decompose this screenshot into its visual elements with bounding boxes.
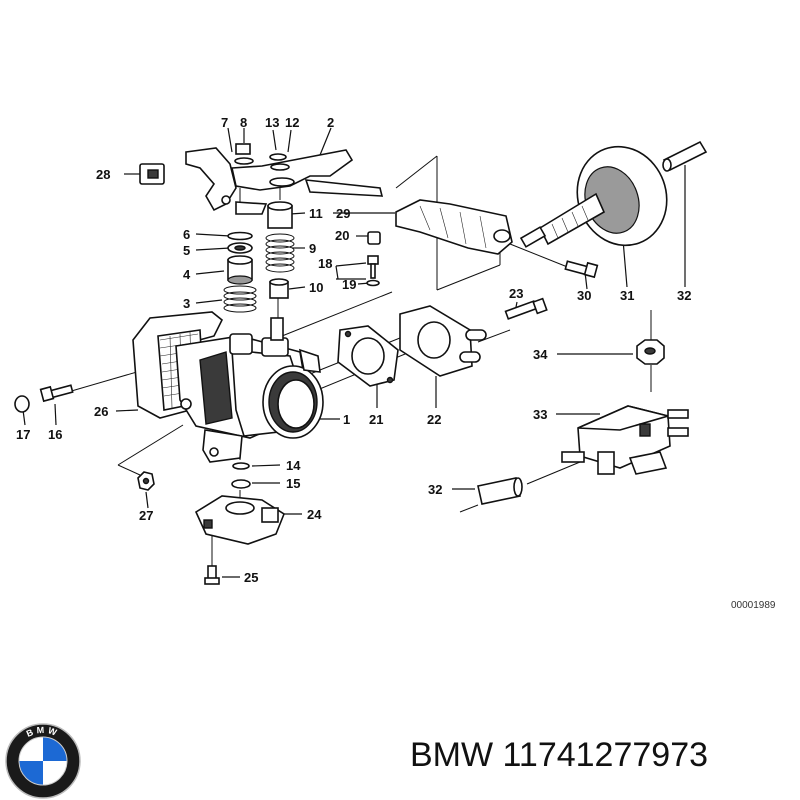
callout-8: 8 [240,115,247,130]
callout-34: 34 [533,347,548,362]
callout-29: 29 [336,206,350,221]
callout-32-bottom: 32 [428,482,442,497]
throttle-housing [132,311,324,463]
vacuum-diaphragm-31 [519,145,668,248]
washer-14 [232,462,250,470]
callout-labels: 1 2 3 4 5 6 7 8 9 10 11 12 13 14 15 16 1… [16,115,691,585]
screw-23 [504,297,548,320]
connector-plug [139,163,165,185]
callout-21: 21 [369,412,383,427]
callout-17: 17 [16,427,30,442]
callout-2: 2 [327,115,334,130]
callout-13: 13 [265,115,279,130]
screw-25 [204,565,220,585]
callout-6: 6 [183,227,190,242]
callout-20: 20 [335,228,349,243]
callout-25: 25 [244,570,258,585]
screw-16 [39,384,74,403]
screw-30 [564,260,599,279]
hose-32-bottom [477,477,523,505]
solenoid-valve-33 [561,405,689,475]
brand-part-number: BMW 11741277973 [410,736,709,774]
springs-and-bushes [223,201,295,313]
return-spring-9 [265,233,295,273]
callout-7: 7 [221,115,228,130]
callout-5: 5 [183,243,190,258]
washer-15 [231,479,251,489]
callout-3: 3 [183,296,190,311]
callout-33: 33 [533,407,547,422]
return-spring-3 [223,285,257,313]
callout-10: 10 [309,280,323,295]
callout-18: 18 [318,256,332,271]
throttle-lever-assembly [185,143,384,215]
hose-32-top [662,140,708,172]
callout-26: 26 [94,404,108,419]
callout-9: 9 [309,241,316,256]
callout-12: 12 [285,115,299,130]
callout-23: 23 [509,286,523,301]
diagram-reference-number: 00001989 [731,600,776,611]
callout-15: 15 [286,476,300,491]
nut-34 [636,339,665,365]
callout-1: 1 [343,412,350,427]
nut-27 [137,471,155,491]
callout-16: 16 [48,427,62,442]
callout-31: 31 [620,288,634,303]
throttle-switch-24 [194,495,285,545]
intermediate-flange-22 [399,305,487,377]
gasket-21 [337,325,399,387]
callout-14: 14 [286,458,301,473]
bmw-logo: BMW [5,723,81,799]
callout-28: 28 [96,167,110,182]
callout-30: 30 [577,288,591,303]
callout-19: 19 [342,277,356,292]
bracket-29 [366,199,513,287]
callout-27: 27 [139,508,153,523]
callout-32-top: 32 [677,288,691,303]
callout-24: 24 [307,507,322,522]
callout-22: 22 [427,412,441,427]
callout-4: 4 [183,267,191,282]
cap-17 [14,395,30,413]
svg-text:BMW: BMW [25,725,61,739]
callout-11: 11 [309,206,323,221]
